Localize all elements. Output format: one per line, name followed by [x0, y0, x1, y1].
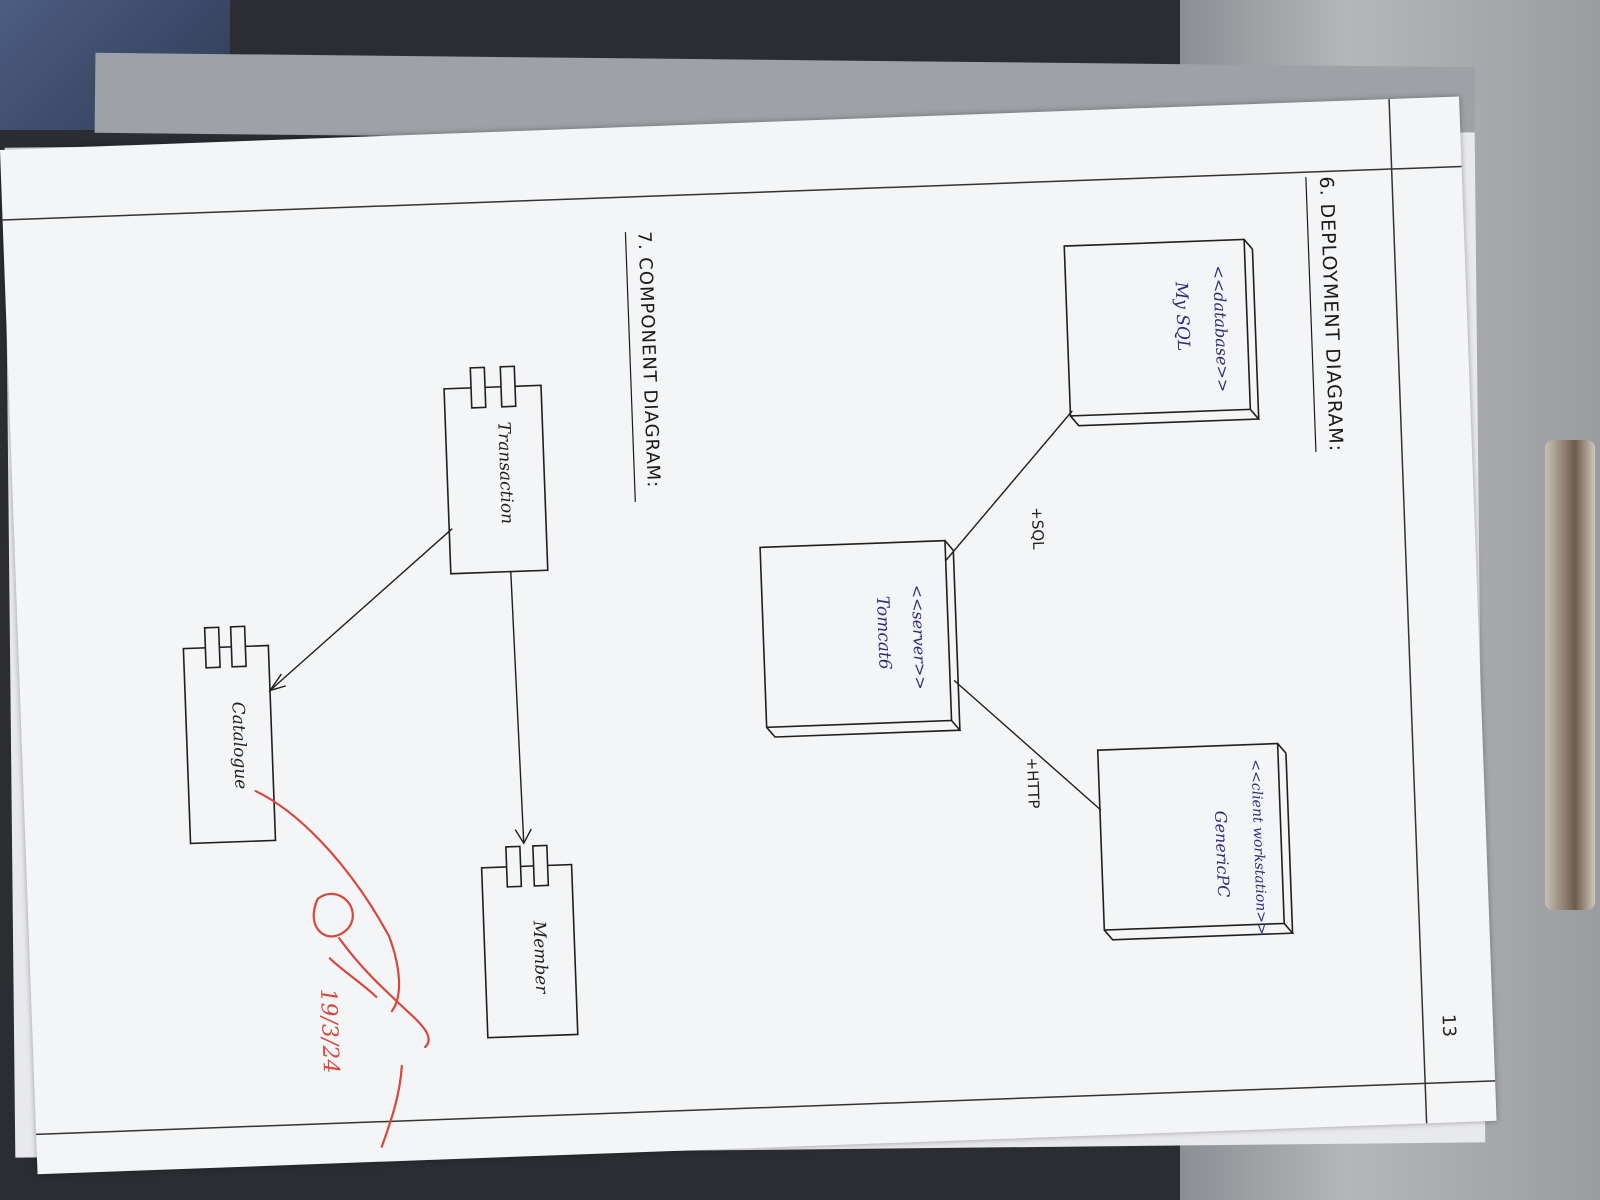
link-http-label: +HTTP: [1023, 757, 1043, 809]
transaction-label: Transaction: [493, 421, 517, 524]
link-server-client: [953, 679, 1102, 811]
dependency-transaction-member: [510, 571, 532, 845]
database-stereotype: <<database>>: [1209, 265, 1233, 392]
node-client-workstation: [1096, 742, 1295, 941]
server-stereotype: <<server>>: [908, 584, 931, 690]
deployment-heading: 6. DEPLOYMENT DIAGRAM:: [1315, 176, 1347, 452]
component-heading: 7. COMPONENT DIAGRAM:: [633, 231, 663, 489]
link-sql-label: +SQL: [1028, 507, 1048, 551]
page-number: 13: [1437, 1013, 1460, 1038]
deployment-heading-underline: [1305, 177, 1317, 453]
server-name: Tomcat6: [872, 596, 895, 671]
database-name: My SQL: [1171, 280, 1194, 351]
member-label: Member: [529, 919, 552, 994]
component-transaction: [443, 365, 549, 575]
catalogue-label: Catalogue: [227, 701, 250, 789]
dependency-transaction-catalogue: [268, 528, 453, 692]
node-database: [1063, 238, 1261, 427]
client-name: GenericPC: [1211, 810, 1233, 897]
client-stereotype: <<client workstation>>: [1247, 759, 1269, 935]
link-server-database: [945, 410, 1073, 562]
notebook-page: 6. DEPLOYMENT DIAGRAM: 7. COMPONENT DIAG…: [0, 96, 1497, 1175]
page-drawing: 6. DEPLOYMENT DIAGRAM: 7. COMPONENT DIAG…: [2, 99, 1496, 1148]
node-server: [759, 539, 962, 738]
binder-clip: [1545, 440, 1595, 910]
signature: [254, 789, 430, 1148]
component-member: [480, 844, 579, 1039]
page-margins: [2, 99, 1496, 1136]
component-catalogue: [182, 625, 277, 845]
signature-date: 19/3/24: [315, 988, 343, 1074]
component-heading-underline: [624, 232, 636, 502]
